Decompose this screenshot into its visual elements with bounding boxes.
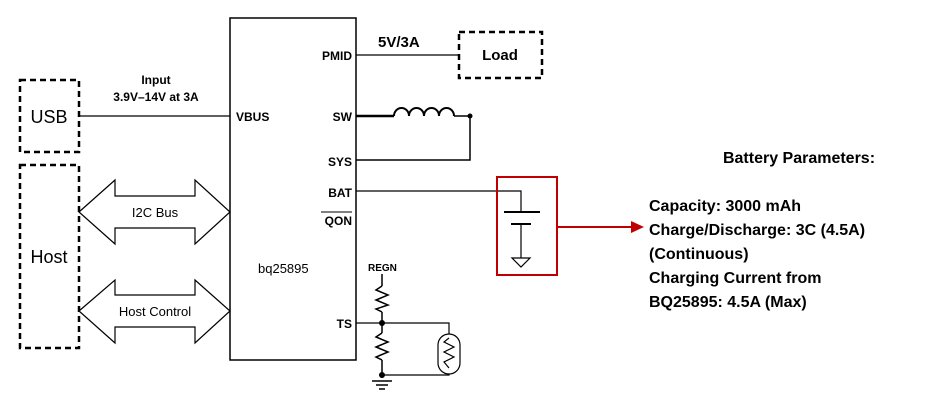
highlight-arrow-head <box>631 221 644 233</box>
pin-bat: BAT <box>328 186 352 200</box>
load-label: Load <box>482 47 518 64</box>
host-control-arrow <box>78 278 231 345</box>
wire-sys <box>356 116 471 161</box>
pin-qon: QON <box>325 214 352 228</box>
usb-box <box>18 78 81 154</box>
thermistor-zigzag <box>442 337 456 369</box>
battery-param-line: Charge/Discharge: 3C (4.5A) <box>649 222 865 239</box>
resistor-top-icon <box>374 285 391 313</box>
usb-label: USB <box>30 107 67 127</box>
wire-thermistor <box>382 322 450 334</box>
pin-sw: SW <box>333 110 353 124</box>
i2c-bus-label: I2C Bus <box>132 205 179 220</box>
pin-vbus: VBUS <box>236 110 269 124</box>
battery-param-line: (Continuous) <box>649 246 749 263</box>
i2c-bus-arrow <box>78 178 231 246</box>
input-label: Input <box>141 73 170 87</box>
ground-icon <box>510 257 532 268</box>
pin-ts: TS <box>337 317 352 331</box>
load-rating: 5V/3A <box>378 34 420 51</box>
regn-label: REGN <box>368 263 397 274</box>
wire-bat <box>356 190 522 212</box>
wire-thermistor-return <box>382 374 450 376</box>
chip-body <box>229 17 357 361</box>
pin-sys: SYS <box>328 155 352 169</box>
battery-param-line: BQ25895: 4.5A (Max) <box>649 294 807 311</box>
pin-pmid: PMID <box>322 49 352 63</box>
inductor-icon <box>393 107 455 117</box>
chip-name: bq25895 <box>258 261 309 276</box>
host-control-label: Host Control <box>119 304 191 319</box>
host-label: Host <box>30 247 67 267</box>
input-range: 3.9V–14V at 3A <box>113 90 199 104</box>
battery-param-line: Charging Current from <box>649 270 821 287</box>
battery-param-line: Capacity: 3000 mAh <box>649 198 801 215</box>
host-box <box>18 163 81 350</box>
battery-params-title: Battery Parameters: <box>723 150 875 167</box>
resistor-bottom-icon <box>374 332 390 361</box>
load-box <box>457 30 544 80</box>
